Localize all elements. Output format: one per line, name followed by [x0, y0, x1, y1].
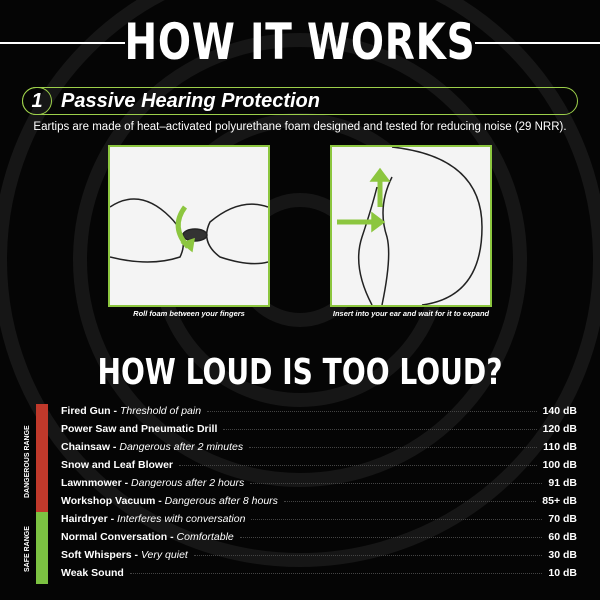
sound-source: Workshop Vacuum — [61, 495, 156, 507]
decibel-value: 120 dB — [542, 423, 577, 435]
sound-note: Dangerous after 8 hours — [164, 495, 278, 507]
loudness-row: Power Saw and Pneumatic Drill 120 dB — [61, 420, 577, 438]
sound-source: Hairdryer — [61, 513, 108, 525]
decibel-value: 140 dB — [542, 405, 577, 417]
separator: - — [107, 513, 118, 525]
dotted-leader — [249, 446, 538, 448]
loudness-row: Fired Gun - Threshold of pain 140 dB — [61, 402, 577, 420]
sound-source: Normal Conversation — [61, 531, 168, 543]
loudness-row: Lawnmower - Dangerous after 2 hours 91 dB — [61, 474, 577, 492]
loudness-row: Hairdryer - Interferes with conversation… — [61, 510, 577, 528]
sound-note: Dangerous after 2 minutes — [119, 441, 244, 453]
dotted-leader — [223, 428, 537, 430]
sound-source: Weak Sound — [61, 567, 124, 579]
decibel-value: 10 dB — [548, 567, 577, 579]
sound-note: Interferes with conversation — [117, 513, 246, 525]
title-rule-right — [475, 42, 600, 44]
sound-note: Very quiet — [140, 549, 188, 561]
decibel-value: 70 dB — [548, 513, 577, 525]
sound-source: Power Saw and Pneumatic Drill — [61, 423, 218, 435]
illustration-insert-ear — [330, 145, 492, 307]
separator: - — [155, 495, 165, 507]
dotted-leader — [283, 500, 537, 502]
sound-source: Snow and Leaf Blower — [61, 459, 174, 471]
decibel-value: 30 dB — [548, 549, 577, 561]
dotted-leader — [239, 536, 543, 538]
sound-source: Chainsaw — [61, 441, 111, 453]
decibel-value: 100 dB — [542, 459, 577, 471]
caption-roll-foam: Roll foam between your fingers — [133, 309, 245, 318]
dotted-leader — [129, 572, 543, 574]
danger-range-bar — [36, 404, 48, 512]
separator: - — [110, 405, 120, 417]
step-description: Eartips are made of heat–activated polyu… — [33, 121, 567, 133]
step-number: 1 — [22, 87, 52, 115]
title-rule-left — [0, 42, 125, 44]
decibel-value: 85+ dB — [542, 495, 577, 507]
separator: - — [121, 477, 132, 489]
loudness-row: Soft Whispers - Very quiet 30 dB — [61, 546, 577, 564]
loudness-title: HOW LOUD IS TOO LOUD? — [97, 352, 503, 393]
danger-range-label: DANGEROUS RANGE — [24, 425, 31, 498]
separator: - — [167, 531, 177, 543]
page-title: HOW IT WORKS — [124, 13, 476, 71]
separator: - — [131, 549, 141, 561]
dotted-leader — [251, 518, 543, 520]
illustration-roll-foam — [108, 145, 270, 307]
decibel-value: 60 dB — [548, 531, 577, 543]
loudness-row: Normal Conversation - Comfortable 60 dB — [61, 528, 577, 546]
sound-source: Soft Whispers — [61, 549, 132, 561]
step-title: Passive Hearing Protection — [61, 90, 320, 112]
loudness-row: Snow and Leaf Blower 100 dB — [61, 456, 577, 474]
separator: - — [110, 441, 120, 453]
loudness-row: Chainsaw - Dangerous after 2 minutes 110 … — [61, 438, 577, 456]
caption-insert-ear: Insert into your ear and wait for it to … — [332, 309, 490, 318]
dotted-leader — [207, 410, 537, 412]
dotted-leader — [179, 464, 537, 466]
sound-note: Comfortable — [176, 531, 234, 543]
loudness-row: Workshop Vacuum - Dangerous after 8 hour… — [61, 492, 577, 510]
decibel-value: 110 dB — [543, 441, 577, 453]
safe-range-label: SAFE RANGE — [24, 526, 31, 572]
sound-source: Lawnmower — [61, 477, 122, 489]
sound-note: Dangerous after 2 hours — [131, 477, 245, 489]
dotted-leader — [193, 554, 543, 556]
loudness-row: Weak Sound 10 dB — [61, 564, 577, 582]
dotted-leader — [250, 482, 543, 484]
decibel-value: 91 dB — [548, 477, 577, 489]
sound-note: Threshold of pain — [119, 405, 202, 417]
safe-range-bar — [36, 512, 48, 584]
sound-source: Fired Gun — [61, 405, 111, 417]
